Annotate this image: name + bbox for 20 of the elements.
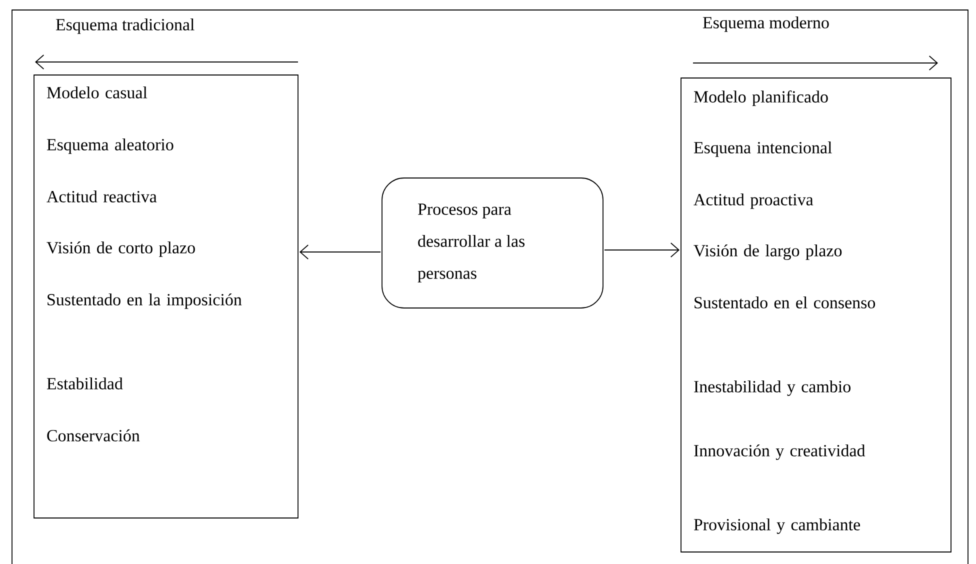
arrow: [299, 244, 381, 260]
heading: Esquema moderno: [702, 16, 829, 32]
process-box: Procesos para desarrollar a las personas: [382, 178, 604, 308]
list-item: Sustentado en la imposición: [48, 293, 242, 309]
list-item: Actitud proactiva: [694, 193, 814, 209]
list-item: Inestabilidad y cambio: [694, 380, 850, 396]
list-item: Conservación: [47, 429, 140, 442]
list-item: Estabilidad: [46, 377, 123, 390]
list-item: Modelo planificado: [694, 90, 828, 106]
arrow: [604, 242, 680, 258]
list-item: Provisional y cambiante: [694, 518, 860, 534]
list-item: Modelo casual: [46, 86, 148, 98]
list-item: Innovación y creatividad: [694, 444, 866, 460]
list-item: Visión de corto plazo: [46, 241, 195, 257]
list-item: Sustentado en el consenso: [694, 296, 876, 308]
list-item: Esquena intencional: [694, 141, 832, 157]
heading: Esquema tradicional: [56, 18, 194, 34]
list-item: Actitud reactiva: [46, 190, 157, 202]
list-item: Esquema aleatorio: [46, 138, 174, 154]
list-item: Visión de largo plazo: [694, 244, 842, 260]
